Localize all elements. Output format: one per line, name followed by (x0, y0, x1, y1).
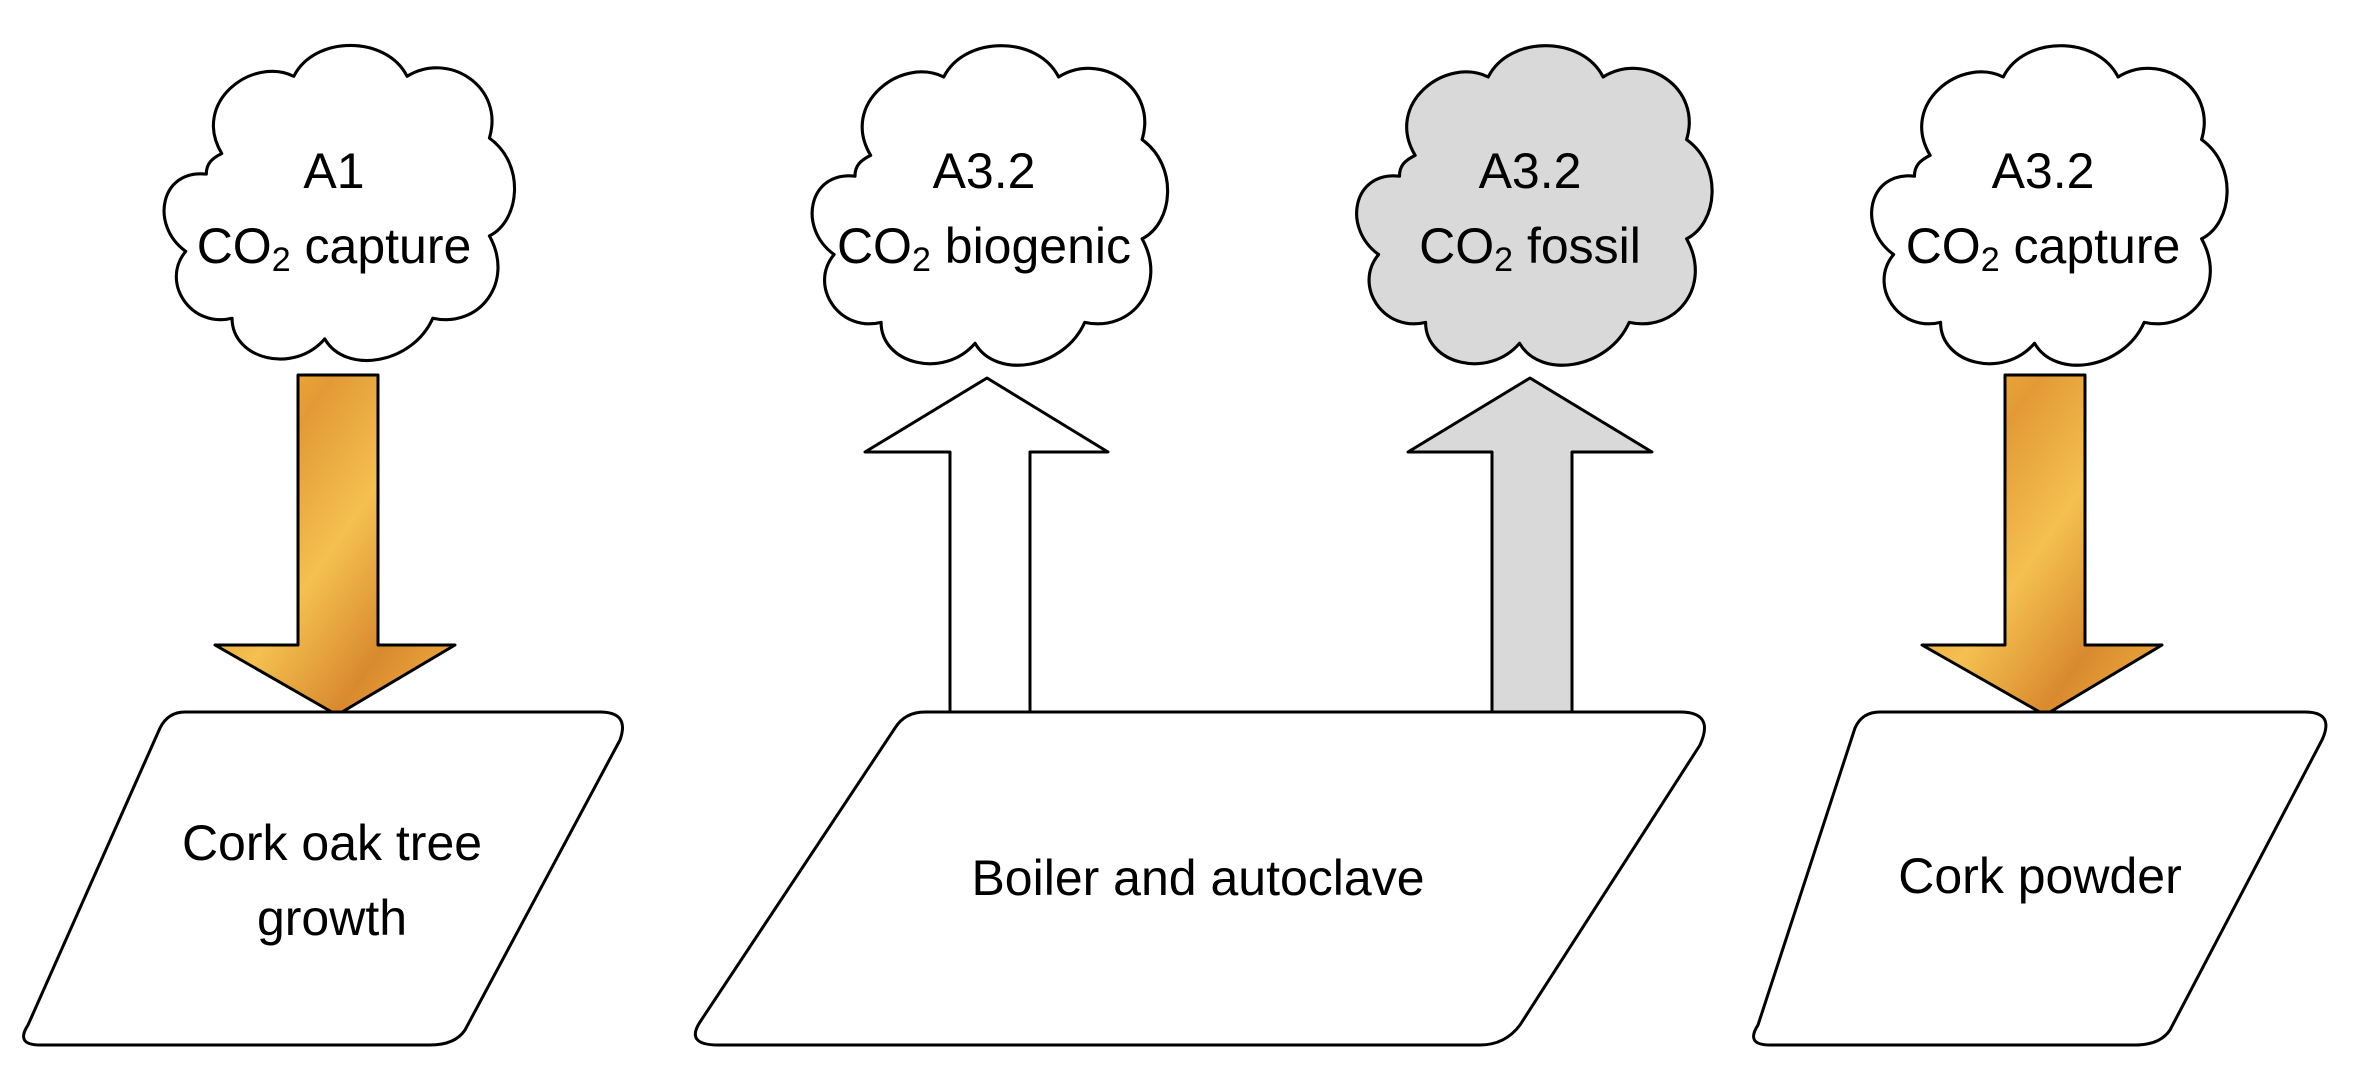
cloud-a1-co2-capture: A1 CO2 capture (162, 43, 517, 363)
cloud-label: CO2 biogenic (837, 218, 1131, 279)
process-label: growth (257, 890, 407, 946)
capture-arrow-down (213, 373, 457, 717)
cloud-a3-2-co2-capture: A3.2 CO2 capture (1869, 43, 2230, 368)
cloud-label: CO2 capture (1906, 218, 2181, 279)
cloud-code: A3.2 (1992, 143, 2095, 199)
cloud-code: A3.2 (1479, 143, 1582, 199)
cloud-label: CO2 fossil (1419, 218, 1641, 279)
process-label: Cork powder (1898, 848, 2181, 904)
process-cork-oak-tree-growth: Cork oak tree growth (22, 710, 624, 1047)
cloud-a3-2-co2-fossil: A3.2 CO2 fossil (1354, 43, 1715, 368)
process-label: Boiler and autoclave (971, 850, 1424, 906)
process-boiler-and-autoclave: Boiler and autoclave (694, 710, 1706, 1047)
process-label: Cork oak tree (182, 815, 482, 871)
biogenic-arrow-up (863, 376, 1110, 717)
fossil-arrow-up (1406, 376, 1654, 717)
cloud-a3-2-co2-biogenic: A3.2 CO2 biogenic (810, 43, 1170, 368)
cloud-code: A3.2 (933, 143, 1036, 199)
capture-arrow-down (1920, 373, 2164, 717)
process-cork-powder: Cork powder (1752, 710, 2328, 1047)
cloud-code: A1 (303, 143, 364, 199)
cloud-label: CO2 capture (197, 218, 472, 279)
